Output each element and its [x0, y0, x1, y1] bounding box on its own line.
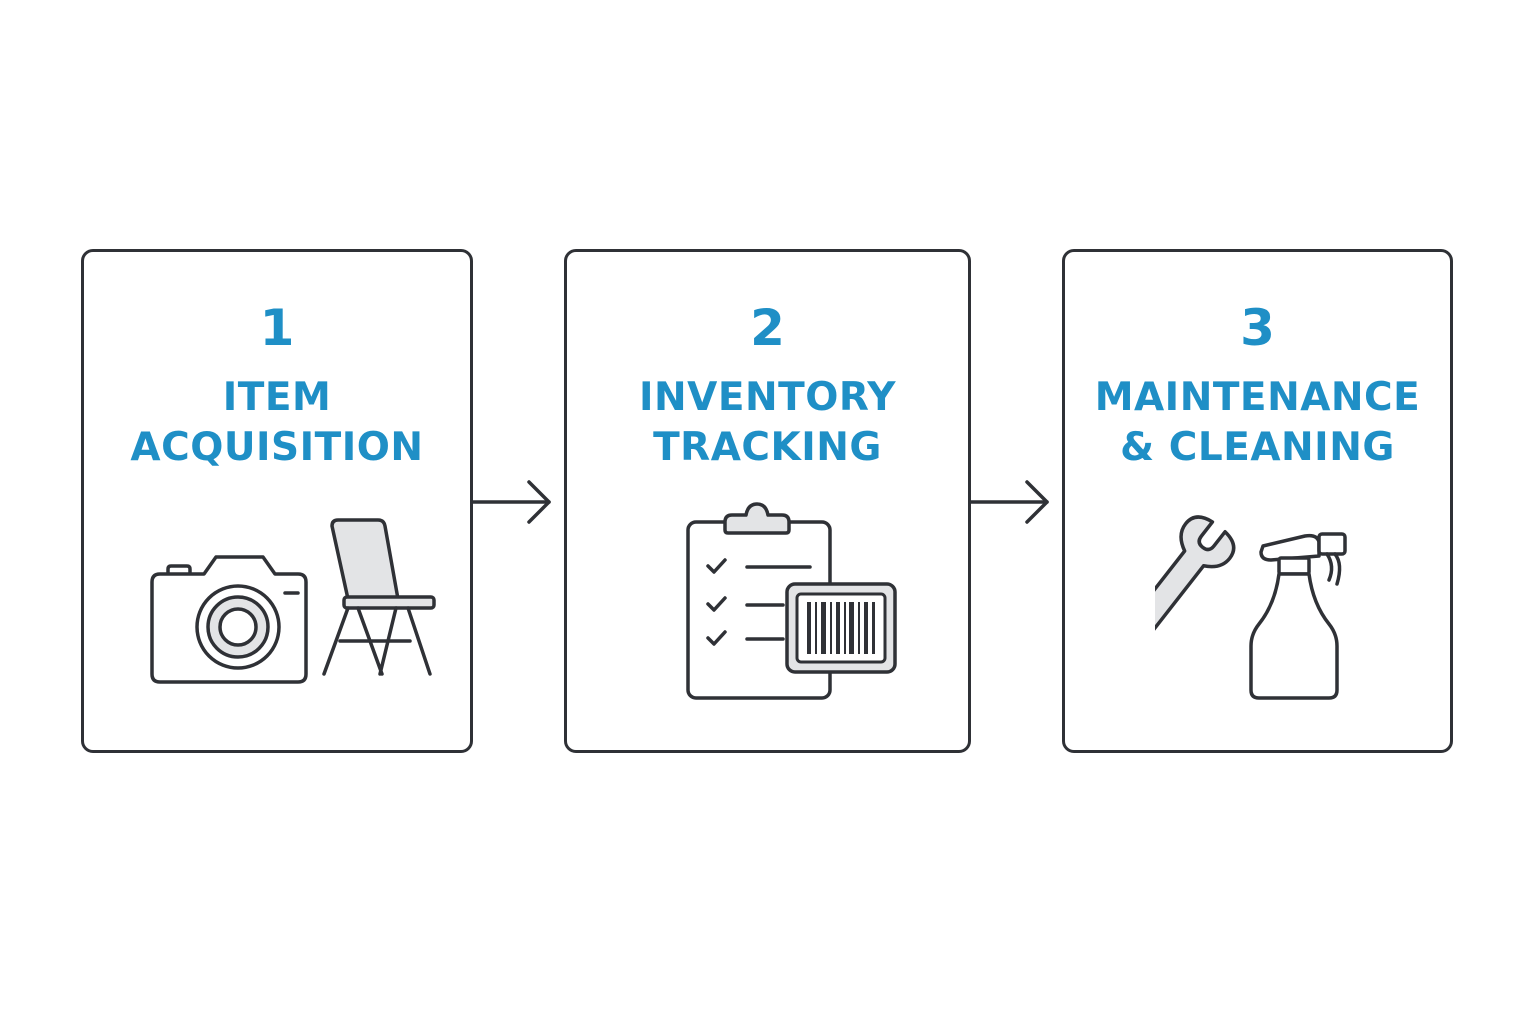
step-number: 2 — [750, 299, 785, 357]
arrow-right-icon — [971, 480, 1049, 524]
step-card-inventory-tracking: 2 INVENTORY TRACKING — [564, 249, 971, 753]
camera-icon — [150, 555, 308, 684]
wrench-icon — [1155, 515, 1236, 636]
step-title-line: ACQUISITION — [130, 425, 424, 470]
step-title-line: ITEM — [222, 375, 332, 420]
step-title-line: & CLEANING — [1120, 425, 1395, 470]
spray-bottle-icon — [1249, 532, 1347, 700]
step-number: 1 — [259, 299, 295, 357]
step-title-line: TRACKING — [653, 425, 882, 470]
step-title-line: MAINTENANCE — [1094, 375, 1421, 420]
step-title-line: INVENTORY — [638, 375, 896, 420]
step-number: 3 — [1240, 299, 1275, 357]
step-title: MAINTENANCE & CLEANING — [1065, 373, 1450, 473]
step-card-maintenance-cleaning: 3 MAINTENANCE & CLEANING — [1062, 249, 1453, 753]
step-title: INVENTORY TRACKING — [567, 373, 968, 473]
step-card-item-acquisition: 1 ITEM ACQUISITION — [81, 249, 473, 753]
step-title: ITEM ACQUISITION — [84, 373, 470, 473]
arrow-right-icon — [473, 480, 551, 524]
folding-chair-icon — [322, 518, 436, 676]
barcode-icon — [785, 582, 897, 674]
